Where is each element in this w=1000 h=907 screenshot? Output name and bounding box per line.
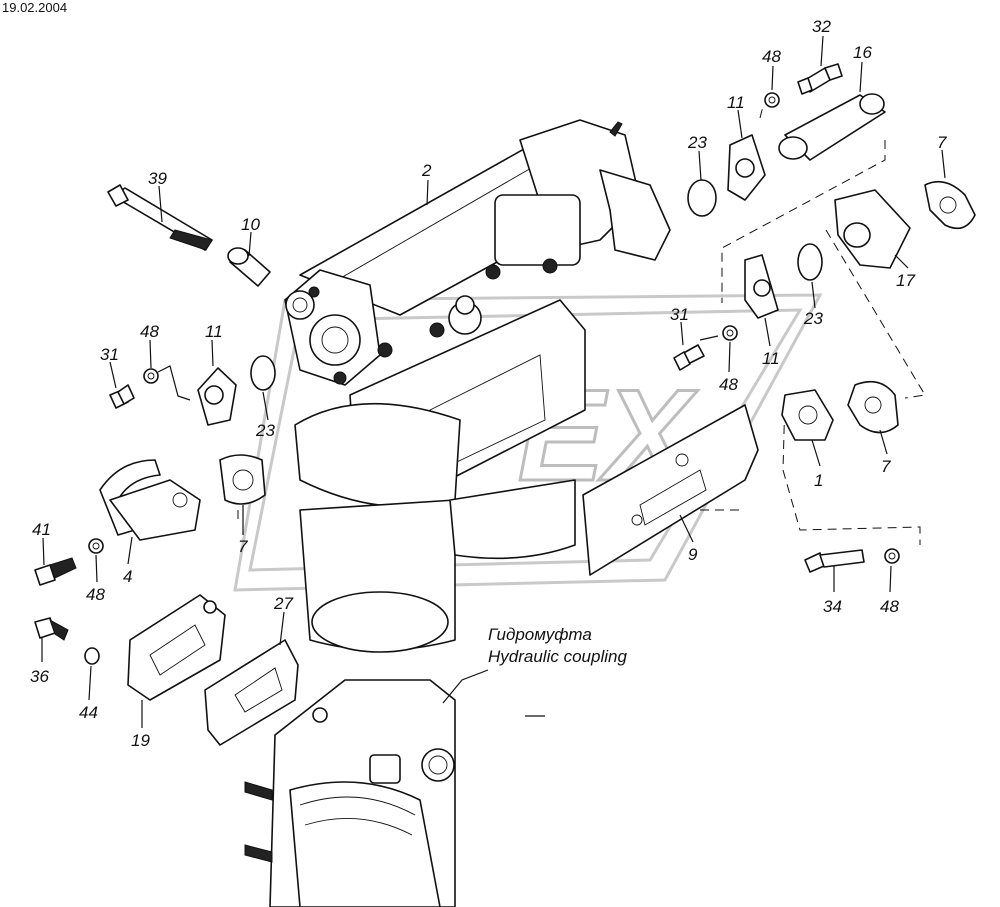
callout-23: 23: [803, 309, 823, 328]
part-1-flange: [781, 389, 834, 441]
callout-1: 1: [814, 471, 823, 490]
hydraulic-coupling: [244, 669, 545, 907]
part-10-sleeve: [227, 247, 271, 287]
part-4-pipe: [99, 459, 201, 541]
callout-36: 36: [30, 667, 49, 686]
callout-48: 48: [762, 47, 781, 66]
part-19-cover: [127, 594, 226, 701]
part-17-flange: [834, 189, 911, 269]
callout-23: 23: [687, 133, 707, 152]
part-7-gaskets: [219, 180, 976, 505]
callout-17: 17: [896, 271, 915, 290]
callout-44: 44: [79, 703, 98, 722]
part-16-tube: [778, 93, 886, 161]
part-48-washers: [88, 92, 900, 564]
part-31-bolts: [109, 344, 705, 409]
part-39-long-bolt: [107, 184, 213, 251]
callout-7: 7: [238, 537, 248, 556]
part-36-bolt: [34, 617, 69, 641]
callout-4: 4: [123, 567, 132, 586]
assembly-dashed-lines: [237, 105, 926, 545]
callout-39: 39: [148, 169, 167, 188]
callout-9: 9: [688, 545, 698, 564]
callout-48: 48: [719, 375, 738, 394]
callout-7: 7: [937, 133, 947, 152]
callout-31: 31: [100, 345, 119, 364]
part-41-bolt: [34, 557, 77, 586]
callout-labels: 39 10 2 48 32 16 11 23 7 17 23 31 11 48 …: [30, 17, 947, 750]
drawing-date: 19.02.2004: [2, 0, 68, 15]
callout-7: 7: [881, 457, 891, 476]
callout-19: 19: [131, 731, 150, 750]
part-27-gasket: [204, 639, 299, 746]
caption-ru: Гидромуфта: [488, 625, 592, 644]
callout-48: 48: [86, 585, 105, 604]
callout-31: 31: [670, 305, 689, 324]
part-9-gasket: [582, 404, 759, 576]
callout-11: 11: [727, 93, 745, 112]
callout-11: 11: [205, 322, 223, 341]
hydraulic-coupling-caption: Гидромуфта Hydraulic coupling: [488, 624, 627, 668]
part-34-bolt: [804, 549, 865, 573]
callout-34: 34: [823, 597, 842, 616]
callout-41: 41: [32, 520, 51, 539]
callout-32: 32: [812, 17, 831, 36]
callout-48: 48: [880, 597, 899, 616]
callout-10: 10: [241, 215, 260, 234]
callout-23: 23: [255, 421, 275, 440]
callout-27: 27: [273, 594, 293, 613]
part-32-bolt: [797, 63, 843, 95]
part-44-washer: [84, 647, 100, 665]
oil-filter-housing: [284, 119, 671, 653]
caption-en: Hydraulic coupling: [488, 647, 627, 666]
callout-16: 16: [853, 43, 872, 62]
part-23-o-rings: [250, 179, 823, 391]
callout-11: 11: [762, 349, 780, 368]
callout-2: 2: [421, 161, 432, 180]
leader-lines: [41, 35, 946, 728]
callout-48: 48: [140, 322, 159, 341]
part-11-flanges: [197, 134, 779, 426]
